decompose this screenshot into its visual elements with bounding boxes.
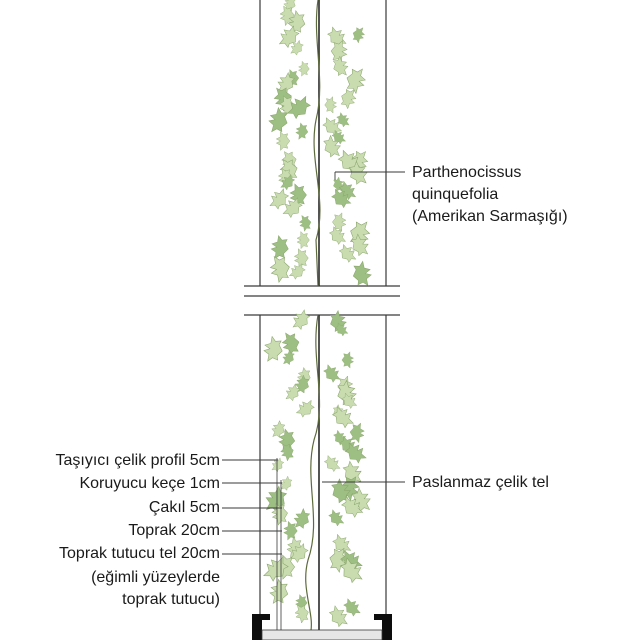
ivy-leaf-24 (323, 134, 341, 158)
ivy-leaf-18 (268, 106, 288, 133)
planter-base (252, 458, 392, 640)
ivy-leaf-6 (290, 39, 304, 56)
ivy-leaf-22 (275, 131, 291, 151)
ivy-leaf-50 (292, 309, 311, 330)
ivy-leaf-58 (323, 364, 341, 383)
vine-stem-lower (305, 314, 321, 636)
upper-frame (244, 0, 400, 297)
ivy-leaf-3 (352, 27, 365, 44)
leader-lines (222, 171, 405, 555)
ivy-leaf-98 (343, 598, 361, 617)
ivy-leaf-35 (269, 188, 290, 210)
ivy-leaf-46 (338, 243, 357, 263)
ivy-leaf-66 (331, 405, 354, 429)
ivy-leaf-75 (323, 455, 341, 473)
ivy-leaf-33 (289, 183, 307, 208)
lower-frame (244, 314, 400, 620)
ivy-leaf-11 (346, 68, 366, 95)
ivy-leaf-32 (333, 176, 345, 192)
ivy-leaf-83 (341, 496, 364, 518)
ivy-leaf-85 (328, 509, 345, 527)
soil-wire-label: Toprak tutucu tel 20cm (59, 545, 220, 562)
wire-label: Paslanmaz çelik tel (412, 474, 549, 491)
ivy-leaf-19 (336, 112, 350, 128)
ivy-leaf-41 (296, 231, 310, 250)
ivy-leaf-61 (285, 383, 301, 402)
ivy-leaf-53 (281, 332, 300, 357)
ivy-leaf-67 (271, 420, 286, 438)
ivy-leaf-88 (332, 533, 352, 555)
ivy-leaf-20 (295, 122, 309, 140)
ivy-leaf-4 (278, 25, 300, 48)
ivy-leaf-63 (341, 392, 358, 409)
felt-label: Koruyucu keçe 1cm (79, 475, 220, 492)
ivy-leaf-42 (328, 226, 347, 245)
ivy-leaf-89 (289, 542, 309, 563)
ivy-leaf-54 (263, 335, 283, 362)
gravel-label: Çakıl 5cm (148, 499, 220, 516)
ivy-leaf-77 (280, 475, 293, 491)
ivy-leaf-52 (334, 322, 349, 337)
ivy-leaf-47 (269, 255, 290, 283)
vine-leaves (263, 0, 372, 628)
vine-stem-upper (313, 0, 321, 287)
ivy-leaf-7 (330, 40, 348, 64)
ivy-leaf-56 (341, 351, 355, 369)
ivy-leaf-16 (324, 96, 337, 114)
soil-wire-note-line-1: (eğimli yüzeylerde (91, 569, 220, 586)
soil-label: Toprak 20cm (128, 522, 220, 539)
ivy-leaf-2 (287, 9, 306, 34)
ivy-leaf-59 (294, 374, 310, 394)
ivy-leaf-8 (298, 60, 310, 77)
plant-label-line-3: (Amerikan Sarmaşığı) (412, 208, 568, 225)
plant-label: Parthenocissus quinquefolia (Amerikan Sa… (412, 162, 568, 228)
ivy-leaf-38 (298, 215, 312, 232)
ivy-leaf-48 (288, 263, 306, 280)
ivy-leaf-97 (294, 604, 309, 624)
base-channel-left (252, 614, 270, 640)
ivy-leaf-17 (286, 95, 311, 120)
ivy-leaf-94 (339, 557, 363, 584)
ivy-leaf-36 (331, 188, 352, 209)
ivy-leaf-49 (352, 260, 372, 287)
ivy-leaf-73 (344, 442, 367, 464)
plant-label-line-2: quinquefolia (412, 186, 499, 203)
profile-label: Taşıyıcı çelik profil 5cm (55, 452, 220, 469)
ivy-leaf-37 (282, 197, 303, 219)
ivy-leaf-45 (293, 248, 309, 269)
ivy-leaf-55 (282, 349, 295, 366)
soil-wire-note-line-2: toprak tutucu) (122, 591, 220, 608)
ivy-leaf-14 (340, 88, 357, 110)
ivy-leaf-31 (280, 174, 296, 191)
ivy-leaf-86 (283, 520, 298, 541)
ivy-leaf-64 (295, 399, 315, 418)
plant-label-line-1: Parthenocissus (412, 164, 522, 181)
base-channel-right (374, 614, 392, 640)
ivy-leaf-90 (329, 547, 349, 573)
ivy-leaf-23 (331, 129, 347, 145)
vine-stems (305, 0, 321, 636)
ivy-leaf-68 (349, 422, 365, 444)
ivy-leaf-43 (270, 234, 289, 260)
ivy-leaf-74 (271, 457, 285, 473)
ivy-leaf-84 (293, 508, 311, 529)
ivy-leaf-93 (263, 556, 289, 582)
ivy-leaf-44 (350, 233, 369, 257)
gravel-layer (261, 629, 383, 640)
ivy-leaf-99 (328, 605, 348, 628)
soil-wire-note: (eğimli yüzeylerde toprak tutucu) (91, 567, 220, 611)
ivy-leaf-95 (269, 578, 289, 604)
ivy-leaf-9 (332, 55, 349, 77)
ivy-leaf-71 (280, 443, 294, 462)
